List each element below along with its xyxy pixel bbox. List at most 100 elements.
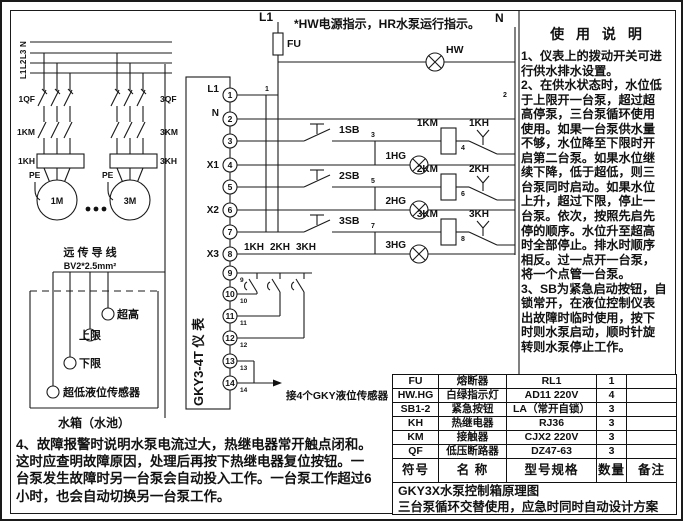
usage-line: 使用。如果一台泵供水量 <box>521 121 656 136</box>
usage-line: 2、在供水状态时，水位低 <box>521 78 662 93</box>
table-row: KH 热继电器 RJ36 3 <box>393 417 676 431</box>
label-hw-lamp: HW <box>446 44 464 56</box>
pe-ground-3 <box>107 182 114 201</box>
wire-number-9: 9 <box>240 277 244 284</box>
usage-line: 1、仪表上的拨动开关可进 <box>521 49 662 63</box>
cell-qty: 3 <box>597 403 627 417</box>
wire-number-7: 7 <box>371 223 375 230</box>
label-1kh-power: 1KH <box>18 156 35 166</box>
label-2hg: 2HG <box>385 196 406 207</box>
cell-model: RL1 <box>507 375 597 389</box>
terminal-8: 8 <box>228 249 233 259</box>
terminal-5: 5 <box>228 182 233 192</box>
cell-remark <box>627 389 676 403</box>
label-low-limit: 下限 <box>79 356 101 370</box>
cell-qty: 3 <box>597 445 627 459</box>
terminal-1: 1 <box>228 90 233 100</box>
cell-name: 白绿指示灯 <box>439 389 507 403</box>
table-row: SB1-2 紧急按钮 LA（常开自锁） 3 <box>393 403 676 417</box>
cell-name: 紧急按钮 <box>439 403 507 417</box>
cell-remark <box>627 403 676 417</box>
table-row: FU 熔断器 RL1 1 <box>393 375 676 389</box>
wire-number-6: 6 <box>461 191 465 198</box>
usage-line: 启第二台泵。如果水位继 <box>521 150 656 165</box>
usage-line: 上升，超过下限，停止一 <box>521 194 656 209</box>
motor-dots <box>85 206 107 212</box>
bus-label-l3: L3 <box>19 49 28 59</box>
coil-2km <box>440 173 457 201</box>
remote-wire-spec: BV2*2.5mm² <box>64 261 117 271</box>
motor-3m <box>109 179 151 221</box>
usage-line: 续下降，低于超低，则三 <box>521 165 656 180</box>
pe-ground-1 <box>34 182 41 201</box>
terminal-14: 14 <box>225 378 235 388</box>
label-ultra-low-sensor: 超低液位传感器 <box>62 385 141 399</box>
usage-line: 时则水泵启动，顺时针旋 <box>521 325 656 340</box>
label-3kh-aux: 3KH <box>296 242 316 253</box>
cell-symbol: KH <box>393 417 439 431</box>
instrument-box <box>185 76 231 410</box>
terminal-13: 13 <box>225 356 235 366</box>
cell-remark <box>627 375 676 389</box>
usage-line: 于上限开一台泵，超过超 <box>521 92 656 107</box>
label-n-supply: N <box>495 11 504 25</box>
terminal-3: 3 <box>228 136 233 146</box>
cell-model: RJ36 <box>507 417 597 431</box>
header-model: 型号规格 <box>507 459 597 483</box>
label-1sb: 1SB <box>339 124 360 136</box>
cell-model: DZ47-63 <box>507 445 597 459</box>
label-ultra-high: 超高 <box>116 307 139 321</box>
cell-remark <box>627 431 676 445</box>
cell-qty: 3 <box>597 417 627 431</box>
control-branch-2 <box>237 169 515 220</box>
label-2kh-contact: 2KH <box>469 164 489 175</box>
cell-qty: 3 <box>597 431 627 445</box>
cell-symbol: QF <box>393 445 439 459</box>
terminal-10: 10 <box>225 289 235 299</box>
label-1hg: 1HG <box>385 151 406 162</box>
coil-3km <box>440 218 457 246</box>
tank-label: 水箱（水池） <box>58 415 130 430</box>
bus-label-l1: L1 <box>19 69 28 79</box>
usage-line: 锁常开，在液位控制仪表 <box>521 296 656 311</box>
cell-name: 熔断器 <box>439 375 507 389</box>
wire-number-2: 2 <box>503 92 507 99</box>
terminal-label-l1: L1 <box>207 84 219 95</box>
terminal-6: 6 <box>228 205 233 215</box>
wire-number-5: 5 <box>371 178 375 185</box>
label-motor-1m: 1M <box>51 196 64 206</box>
sensor-high-limit <box>83 328 97 342</box>
label-fu: FU <box>287 38 301 50</box>
pump-branch-3 <box>107 53 158 221</box>
table-row: KM 接触器 CJX2 220V 3 <box>393 431 676 445</box>
wire-number-1: 1 <box>265 86 269 93</box>
cell-model: AD11 220V <box>507 389 597 403</box>
usage-line: 出故障时临时使用，按下 <box>521 310 656 325</box>
fault-note-line: 4、故障报警时说明水泵电流过大，热继电器常开触点闭和。 <box>16 437 372 452</box>
header-name: 名 称 <box>439 459 507 483</box>
cell-name: 接触器 <box>439 431 507 445</box>
table-row: HW.HG 白绿指示灯 AD11 220V 4 <box>393 389 676 403</box>
cell-model: CJX2 220V <box>507 431 597 445</box>
bus-label-l2: L2 <box>19 59 28 69</box>
pump-branch-1 <box>34 53 85 221</box>
usage-line: 转则水泵停止工作。 <box>521 339 631 354</box>
header-symbol: 符号 <box>393 459 439 483</box>
cell-qty: 1 <box>597 375 627 389</box>
usage-line: 停的顺序。水位升至超高 <box>521 223 656 238</box>
label-1km-power: 1KM <box>17 127 35 137</box>
wire-number-13: 13 <box>240 365 248 372</box>
usage-instructions-panel: 使 用 说 明 1、仪表上的拨动开关可进 行供水排水设置。 2、在供水状态时，水… <box>521 14 675 372</box>
label-3sb: 3SB <box>339 215 360 227</box>
wire-number-4: 4 <box>461 145 465 152</box>
cell-symbol: HW.HG <box>393 389 439 403</box>
terminal-label-n: N <box>212 108 219 119</box>
label-2km-coil: 2KM <box>417 164 438 175</box>
cell-name: 低压断路器 <box>439 445 507 459</box>
control-branch-3 <box>237 214 515 264</box>
label-pe-1: PE <box>29 170 41 180</box>
label-2sb: 2SB <box>339 170 360 182</box>
sensor-connection-note: 接4个GKY液位传感器 <box>286 389 389 402</box>
wire-number-8: 8 <box>461 236 465 243</box>
